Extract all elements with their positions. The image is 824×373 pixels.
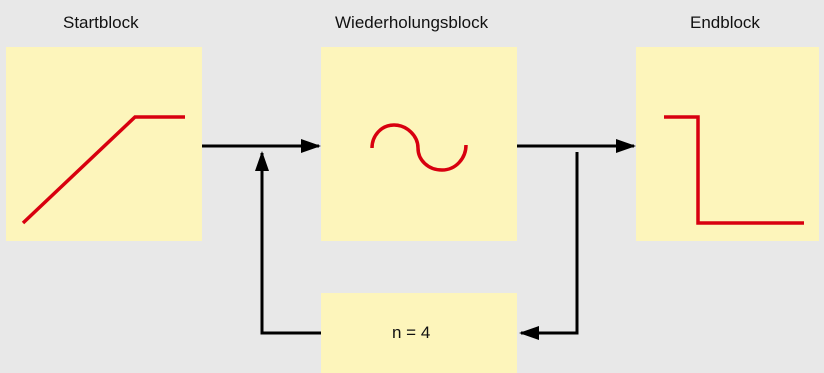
step-down-signal: [664, 115, 804, 225]
endblock-label: Endblock: [690, 13, 760, 32]
counter-label: n = 4: [392, 323, 431, 342]
startblock-label: Startblock: [63, 13, 139, 32]
endblock: [636, 47, 819, 241]
wiederholungsblock-label: Wiederholungsblock: [335, 13, 489, 32]
ramp-signal: [21, 115, 185, 225]
counter-to-loop-arrow: [255, 151, 321, 335]
feedback-to-counter-arrow: [519, 152, 579, 340]
sine-wave-signal: [370, 123, 468, 172]
counter-block: [321, 293, 517, 373]
